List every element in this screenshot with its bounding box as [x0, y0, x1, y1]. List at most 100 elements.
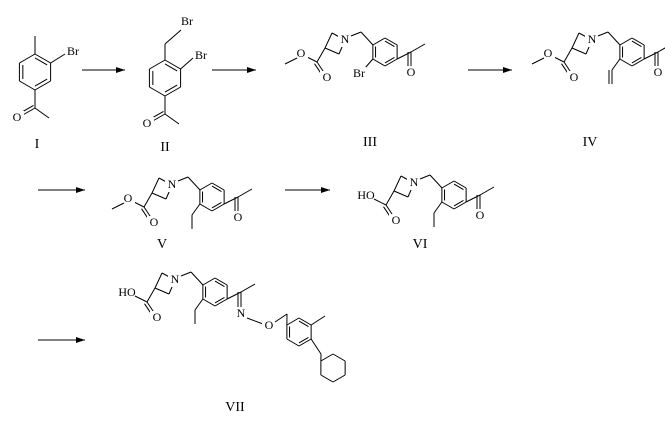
oxygen-label: O: [13, 110, 22, 124]
ring-bond: [214, 277, 228, 286]
ring-bond: [202, 298, 216, 307]
ring-bond: [199, 182, 213, 191]
bromine-label: Br: [195, 48, 207, 62]
reaction-arrow-4: [38, 187, 85, 193]
nitrogen-label: N: [171, 272, 180, 286]
ketone-oxygen-label: O: [476, 208, 485, 222]
bond: [191, 203, 201, 216]
methyl-bond: [237, 188, 253, 198]
reaction-arrow-1: [82, 67, 125, 73]
bond: [429, 174, 443, 189]
bond: [310, 338, 322, 355]
ketone-oxygen-label: O: [234, 210, 243, 224]
bond: [180, 271, 192, 277]
ring-bond: [298, 317, 312, 326]
aromatic-bond: [164, 84, 178, 93]
compound-label-7: VII: [225, 400, 245, 415]
label-mask: [194, 49, 208, 63]
aromatic-bond: [631, 40, 642, 47]
label-mask: [180, 15, 194, 29]
ester-oxygen-label: O: [297, 46, 306, 60]
compound-label-1-text: I: [35, 137, 40, 152]
label-mask: [389, 214, 403, 228]
ester-oxygen-label: O: [124, 191, 133, 205]
nitrogen-label: N: [588, 32, 597, 46]
bromine-label: Br: [353, 66, 365, 80]
methyl-bond: [310, 315, 326, 326]
bond: [396, 51, 412, 60]
ketone-oxygen-label: O: [654, 65, 663, 79]
reaction-arrow-5: [285, 187, 330, 193]
ring-bond: [202, 277, 216, 286]
label-mask: [168, 273, 182, 287]
compound-label-7-text: VII: [225, 400, 245, 415]
ring-bond: [384, 58, 398, 67]
aromatic-bond: [631, 57, 642, 64]
bond: [643, 51, 659, 60]
cyclohexyl-bond: [320, 374, 334, 383]
ketone-oxygen-label: O: [407, 65, 416, 79]
aromatic-bond: [211, 202, 222, 209]
aromatic-bond: [384, 57, 395, 64]
aromatic-bond: [211, 185, 222, 192]
bond: [419, 174, 431, 180]
aromatic-bond: [214, 297, 225, 304]
bond: [465, 194, 481, 203]
ring-bond: [149, 59, 166, 70]
ring-bond: [298, 338, 312, 347]
label-mask: [231, 211, 245, 225]
label-mask: [294, 47, 308, 61]
hydroxyl-label: HO: [118, 285, 136, 299]
ring-bond: [164, 59, 181, 70]
bond: [393, 190, 409, 198]
bond: [350, 31, 362, 37]
arrow-head: [247, 67, 256, 73]
aromatic-bond: [453, 200, 464, 207]
ring-bond: [619, 37, 633, 46]
bond: [34, 107, 50, 119]
ring-bond: [286, 317, 300, 326]
methyl-bond: [657, 47, 665, 53]
bond: [324, 32, 333, 49]
label-mask: [66, 45, 80, 59]
bond: [180, 57, 194, 70]
aromatic-bond: [384, 40, 395, 47]
ring-bond: [19, 53, 36, 64]
carbonyl-oxygen-label: O: [153, 310, 162, 324]
ester-oxygen-label: O: [544, 46, 553, 60]
ring-bond: [199, 203, 213, 212]
carbonyl-oxygen-label: O: [323, 70, 332, 84]
ring-bond: [441, 180, 455, 189]
aromatic-bond: [453, 183, 464, 190]
arrow-head: [321, 187, 330, 193]
bond: [611, 58, 621, 71]
bond: [50, 53, 66, 64]
bond: [154, 287, 170, 295]
ring-bond: [372, 58, 386, 67]
bond: [433, 201, 443, 214]
aromatic-bond: [298, 320, 309, 327]
label-mask: [352, 67, 366, 81]
label-mask: [320, 71, 334, 85]
label-mask: [567, 71, 581, 85]
aromatic-bond: [34, 78, 48, 87]
label-mask: [651, 66, 665, 80]
label-mask: [234, 307, 248, 321]
bond: [385, 190, 395, 206]
bond: [151, 192, 167, 200]
compound-label-2-text: II: [160, 140, 170, 155]
hydroxyl-label: HO: [357, 188, 375, 202]
bond: [597, 31, 609, 37]
ring-bond: [214, 298, 228, 307]
nitrogen-label: N: [168, 177, 177, 191]
label-mask: [359, 189, 373, 203]
ring-bond: [619, 58, 633, 67]
methyl-bond: [531, 57, 545, 65]
ring-bond: [286, 338, 300, 347]
ring-bond: [211, 203, 225, 212]
bond: [563, 47, 573, 63]
bond: [146, 287, 156, 303]
